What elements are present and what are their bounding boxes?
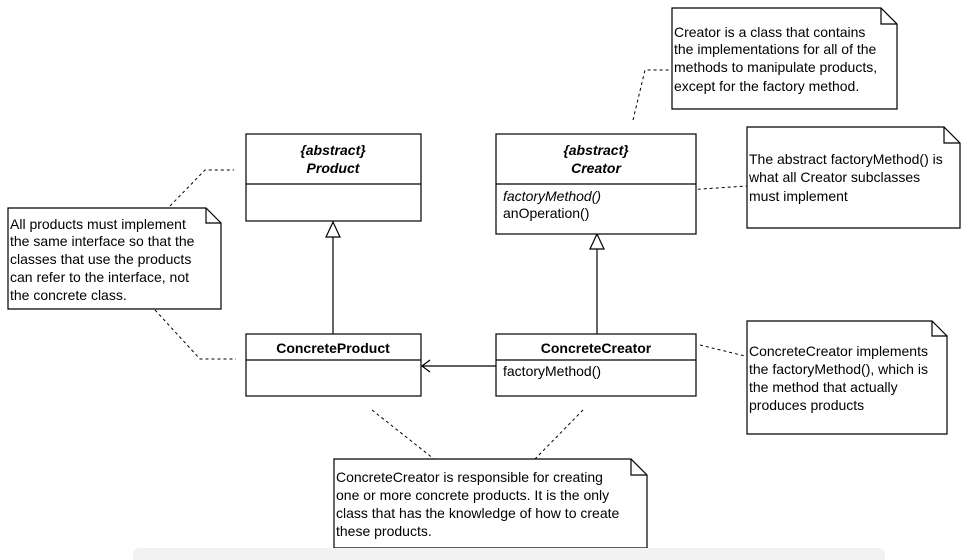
concrete-creator-method-factory: factoryMethod() xyxy=(503,363,601,379)
connector-responsibility-note-left xyxy=(371,409,435,460)
concrete-creator-name: ConcreteCreator xyxy=(541,340,652,356)
note-product-line: the concrete class. xyxy=(10,287,127,303)
product-stereotype: {abstract} xyxy=(300,142,366,158)
class-concrete-product: ConcreteProduct xyxy=(245,333,422,397)
creator-method-factory: factoryMethod() xyxy=(503,188,601,204)
note-concrete-creator: ConcreteCreator implements the factoryMe… xyxy=(746,320,948,435)
note-product-line: All products must implement xyxy=(10,216,186,232)
note-factory-method-line: The abstract factoryMethod() is xyxy=(749,151,943,167)
note-responsibility-line: class that has the knowledge of how to c… xyxy=(336,505,619,521)
class-product: {abstract} Product xyxy=(245,133,422,222)
connector-concrete-creator-note xyxy=(699,344,746,357)
connector-product-note-top xyxy=(169,169,234,207)
note-product-line: the same interface so that the xyxy=(10,233,195,249)
note-concrete-creator-line: ConcreteCreator implements xyxy=(749,343,928,359)
note-factory-method-line: what all Creator subclasses xyxy=(748,169,920,185)
note-responsibility-line: ConcreteCreator is responsible for creat… xyxy=(336,469,603,485)
generalization-arrowhead-creator xyxy=(589,232,605,250)
note-concrete-creator-line: the factoryMethod(), which is xyxy=(749,361,928,377)
note-product-line: can refer to the interface, not xyxy=(10,269,189,285)
concrete-product-name: ConcreteProduct xyxy=(276,340,390,356)
note-responsibility-line: one or more concrete products. It is the… xyxy=(336,487,609,503)
creator-stereotype: {abstract} xyxy=(563,142,629,158)
class-concrete-creator: ConcreteCreator factoryMethod() xyxy=(495,333,697,397)
note-product-line: classes that use the products xyxy=(10,251,191,267)
creator-name: Creator xyxy=(571,160,622,176)
connector-responsibility-note-right xyxy=(534,409,584,460)
note-factory-method: The abstract factoryMethod() is what all… xyxy=(746,126,961,229)
note-creator-line: methods to manipulate products, xyxy=(674,59,877,75)
connector-product-note-bottom xyxy=(154,309,236,360)
note-creator-line: Creator is a class that contains xyxy=(674,24,865,40)
class-creator: {abstract} Creator factoryMethod() anOpe… xyxy=(495,133,697,235)
association-arrowhead xyxy=(421,359,431,373)
note-creator-line: the implementations for all of the xyxy=(674,41,877,57)
note-factory-method-line: must implement xyxy=(749,188,848,204)
note-responsibility-line: these products. xyxy=(336,523,432,539)
connector-creator-note xyxy=(632,69,674,121)
note-product: All products must implement the same int… xyxy=(7,207,222,310)
generalization-arrowhead-product xyxy=(325,220,341,238)
creator-method-operation: anOperation() xyxy=(503,205,589,221)
note-concrete-creator-line: the method that actually xyxy=(749,379,898,395)
note-responsibility: ConcreteCreator is responsible for creat… xyxy=(333,458,648,549)
note-creator: Creator is a class that contains the imp… xyxy=(671,7,898,110)
note-creator-line: except for the factory method. xyxy=(674,78,859,94)
note-concrete-creator-line: produces products xyxy=(749,397,864,413)
bottom-scroll-area xyxy=(133,548,885,560)
product-name: Product xyxy=(307,160,361,176)
